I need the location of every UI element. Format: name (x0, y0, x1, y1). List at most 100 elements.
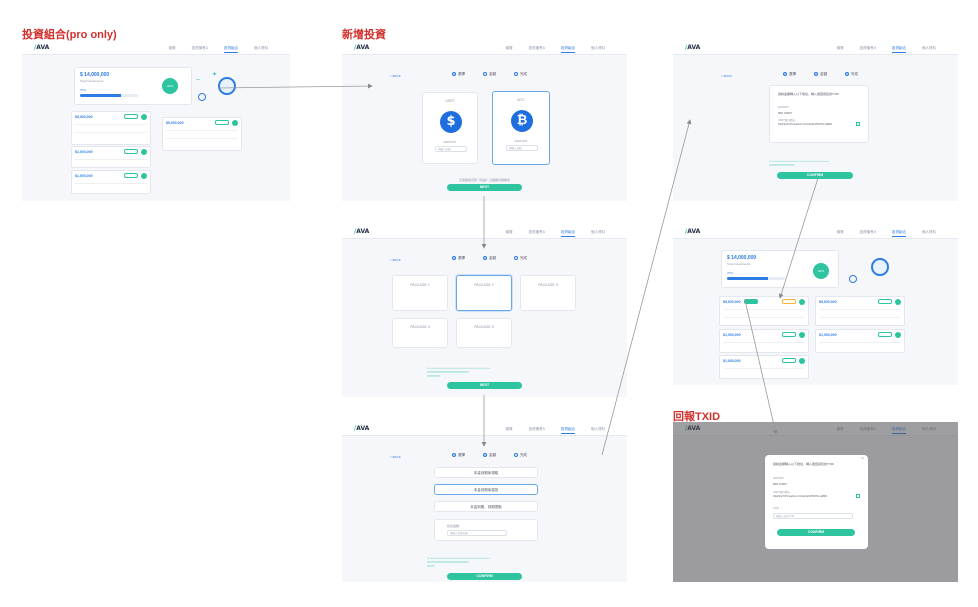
nav-item-overview[interactable]: 總覽 (836, 46, 844, 50)
amount-card: 投資金額 請輸入投資金額 (434, 519, 538, 541)
orbit-icon (849, 275, 857, 283)
amount-input[interactable]: 請輸入金額 (435, 146, 467, 152)
amount-input[interactable]: 請輸入金額 (506, 145, 538, 151)
nav-item-overview[interactable]: 總覽 (505, 230, 513, 234)
investment-card[interactable]: $1,000,000 (815, 329, 905, 353)
investment-amount: $5,000,000 (166, 121, 184, 125)
frame-confirm: /AVA 總覽 投資機會A 投資組合 個人資料 < BACK 選擇 金額 完成 … (342, 422, 627, 582)
nav-menu: 總覽 投資機會A 投資組合 個人資料 (506, 427, 605, 434)
nav-item-profile[interactable]: 個人資料 (922, 46, 936, 50)
nav-item-profile[interactable]: 個人資料 (922, 230, 936, 234)
agree-text[interactable]: 已閱讀並同意《協議》之相關內容條款 (458, 178, 510, 182)
pct-badge: 20% (813, 263, 829, 279)
back-link[interactable]: < BACK (390, 258, 401, 262)
deposit-amount: 500 USDT (778, 111, 793, 115)
nav-item-profile[interactable]: 個人資料 (591, 230, 605, 234)
confirm-button[interactable]: CONFIRM (777, 172, 853, 179)
investment-card[interactable]: $5,000,000 (815, 296, 905, 326)
nav-menu: 總覽 投資機會A 投資組合 個人資料 (837, 46, 936, 53)
nav-item-portfolio[interactable]: 投資組合 (892, 230, 906, 237)
nav-item-opportunity[interactable]: 投資機會A (528, 427, 545, 431)
investment-card[interactable]: $1,000,000 (71, 170, 151, 194)
coin-card-btc[interactable]: BTC ₿ AMOUNT 請輸入金額 (492, 91, 550, 165)
nav-item-portfolio[interactable]: 投資組合 (561, 46, 575, 53)
investment-card[interactable]: $5,000,000 (71, 111, 151, 145)
investment-amount: $1,000,000 (819, 333, 837, 337)
confirm-button[interactable]: CONFIRM (777, 529, 855, 536)
terms-note: ⟡ ━━━━━━━━━━━━━━━━━━━━━━━━━━━━━━━━━━━━━━… (427, 366, 490, 378)
frame-txid-modal: /AVA 總覽 投資機會A 投資組合 個人資料 × 請將金額轉入以下地址，轉入後… (673, 422, 958, 582)
check-icon (799, 332, 805, 338)
nav-item-opportunity[interactable]: 投資機會A (859, 46, 876, 50)
nav-item-portfolio[interactable]: 投資組合 (224, 46, 238, 53)
nav-item-overview[interactable]: 總覽 (505, 427, 513, 431)
status-tag (124, 149, 138, 154)
investment-card[interactable]: $1,000,000 (71, 146, 151, 168)
step-indicator: 選擇 金額 完成 (783, 72, 858, 77)
nav-item-profile[interactable]: 個人資料 (591, 427, 605, 431)
investment-card[interactable]: $1,000,000 (719, 329, 809, 353)
investment-card[interactable]: $1,000,000 (719, 355, 809, 379)
confirm-button[interactable]: CONFIRM (447, 573, 522, 580)
package-card-2[interactable]: PACKAGE 2 (456, 275, 512, 311)
package-card-4[interactable]: PACKAGE 4 (392, 318, 448, 348)
frame-new-investment-coin: /AVA 總覽 投資機會A 投資組合 個人資料 < BACK 選擇 金額 完成 … (342, 41, 627, 201)
nav-item-opportunity[interactable]: 投資機會A (191, 46, 208, 50)
nav-item-overview[interactable]: 總覽 (168, 46, 176, 50)
total-amount: $ 14,000,000 (80, 72, 110, 78)
nav-item-portfolio[interactable]: 投資組合 (561, 230, 575, 237)
nav-item-opportunity[interactable]: 投資機會A (528, 46, 545, 50)
txid-input[interactable]: 請輸入您的TXID (773, 513, 853, 519)
nav-item-profile[interactable]: 個人資料 (254, 46, 268, 50)
nav-item-overview[interactable]: 總覽 (836, 230, 844, 234)
close-icon[interactable]: × (861, 456, 864, 462)
check-icon (895, 332, 901, 338)
status-tag (124, 173, 138, 178)
copy-icon[interactable] (856, 494, 860, 498)
modal-heading: 請將金額轉入以下地址，轉入後回報您的TXID (773, 462, 834, 466)
package-card-5[interactable]: PACKAGE 5 (456, 318, 512, 348)
frame-deposit: /AVA 總覽 投資機會A 投資組合 個人資料 < BACK 選擇 金額 完成 … (673, 41, 958, 201)
wave-icon: ~ (196, 77, 201, 84)
top-nav: /AVA 總覽 投資機會A 投資組合 個人資料 (673, 41, 958, 55)
progress-bar (80, 94, 138, 97)
coin-card-usdt[interactable]: USDT $ AMOUNT 請輸入金額 (422, 92, 478, 164)
frame-portfolio-pending: /AVA 總覽 投資機會A 投資組合 個人資料 $ 14,000,000 Tot… (673, 225, 958, 385)
back-link[interactable]: < BACK (721, 74, 732, 78)
status-tag (782, 332, 796, 337)
wallet-address: 1NaHuyTrzHmcabrxm.CrAxsVqKVWhTrb.ca89ht (778, 123, 833, 126)
nav-item-portfolio[interactable]: 投資組合 (892, 46, 906, 53)
copy-icon[interactable] (856, 122, 860, 126)
status-tag (124, 114, 138, 119)
nav-item-overview[interactable]: 總覽 (505, 46, 513, 50)
status-tag (782, 299, 796, 304)
top-nav: /AVA 總覽 投資機會A 投資組合 個人資料 (22, 41, 290, 55)
deposit-card: 請將金額轉入以下地址，轉入後回報您的TXID AMOUNT 500 USDT U… (769, 85, 869, 143)
step-indicator: 選擇 金額 完成 (452, 256, 527, 261)
option-collect[interactable]: 本金到期後領取 (434, 467, 538, 478)
option-withdraw[interactable]: 本金到期，到期提取 (434, 501, 538, 512)
investment-card[interactable]: $5,000,000 (719, 296, 809, 326)
check-icon (141, 149, 147, 155)
next-button[interactable]: NEXT (447, 184, 522, 191)
back-link[interactable]: < BACK (390, 455, 401, 459)
investment-amount-input[interactable]: 請輸入投資金額 (447, 530, 507, 536)
next-button[interactable]: NEXT (447, 382, 522, 389)
nav-item-profile[interactable]: 個人資料 (591, 46, 605, 50)
nav-item-opportunity[interactable]: 投資機會A (859, 230, 876, 234)
nav-item-opportunity[interactable]: 投資機會A (528, 230, 545, 234)
nav-menu: 總覽 投資機會A 投資組合 個人資料 (506, 230, 605, 237)
nav-item-portfolio[interactable]: 投資組合 (561, 427, 575, 434)
top-nav: /AVA 總覽 投資機會A 投資組合 個人資料 (342, 225, 627, 239)
status-tag (878, 332, 892, 337)
option-reinvest[interactable]: 本金到期後複投 (434, 484, 538, 495)
back-link[interactable]: < BACK (390, 74, 401, 78)
logo: /AVA (354, 228, 370, 235)
investment-card[interactable]: $5,000,000 (162, 117, 242, 151)
package-card-1[interactable]: PACKAGE 1 (392, 275, 448, 311)
pct-badge: 20% (162, 78, 178, 94)
investment-amount: $1,000,000 (75, 150, 93, 154)
pending-badge[interactable] (744, 299, 758, 304)
investment-amount: $1,000,000 (75, 174, 93, 178)
package-card-3[interactable]: PACKAGE 3 (520, 275, 576, 311)
